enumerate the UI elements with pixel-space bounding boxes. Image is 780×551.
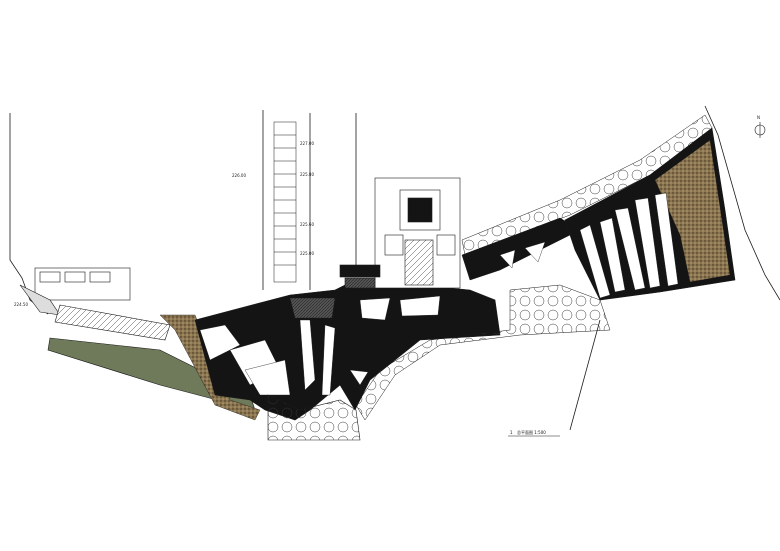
elevation-label: 225.60 xyxy=(300,222,314,227)
tree-zone-lower xyxy=(267,394,361,441)
title-text: 总平面图 1:500 xyxy=(517,429,546,435)
elevation-label: 227.00 xyxy=(300,141,314,146)
garden-slabs xyxy=(579,192,679,299)
drawing-title: 1 总平面图 1:500 xyxy=(508,429,560,437)
path-shards xyxy=(499,241,546,269)
elevation-label: 226.00 xyxy=(232,173,246,178)
left-buildings xyxy=(19,267,171,341)
elevation-labels: 227.00 226.00 225.80 225.60 225.00 224.5… xyxy=(14,141,314,307)
courtyard-building xyxy=(339,177,461,289)
elevation-label: 225.80 xyxy=(300,172,314,177)
north-arrow: N xyxy=(754,115,766,138)
elevation-label: 224.50 xyxy=(14,302,28,307)
section-number: 1 xyxy=(510,430,513,435)
elevation-label: 225.00 xyxy=(300,251,314,256)
plaza-shards xyxy=(199,295,441,396)
right-garden-gravel xyxy=(654,139,731,283)
north-label: N xyxy=(757,115,760,120)
parking-column xyxy=(273,121,297,283)
